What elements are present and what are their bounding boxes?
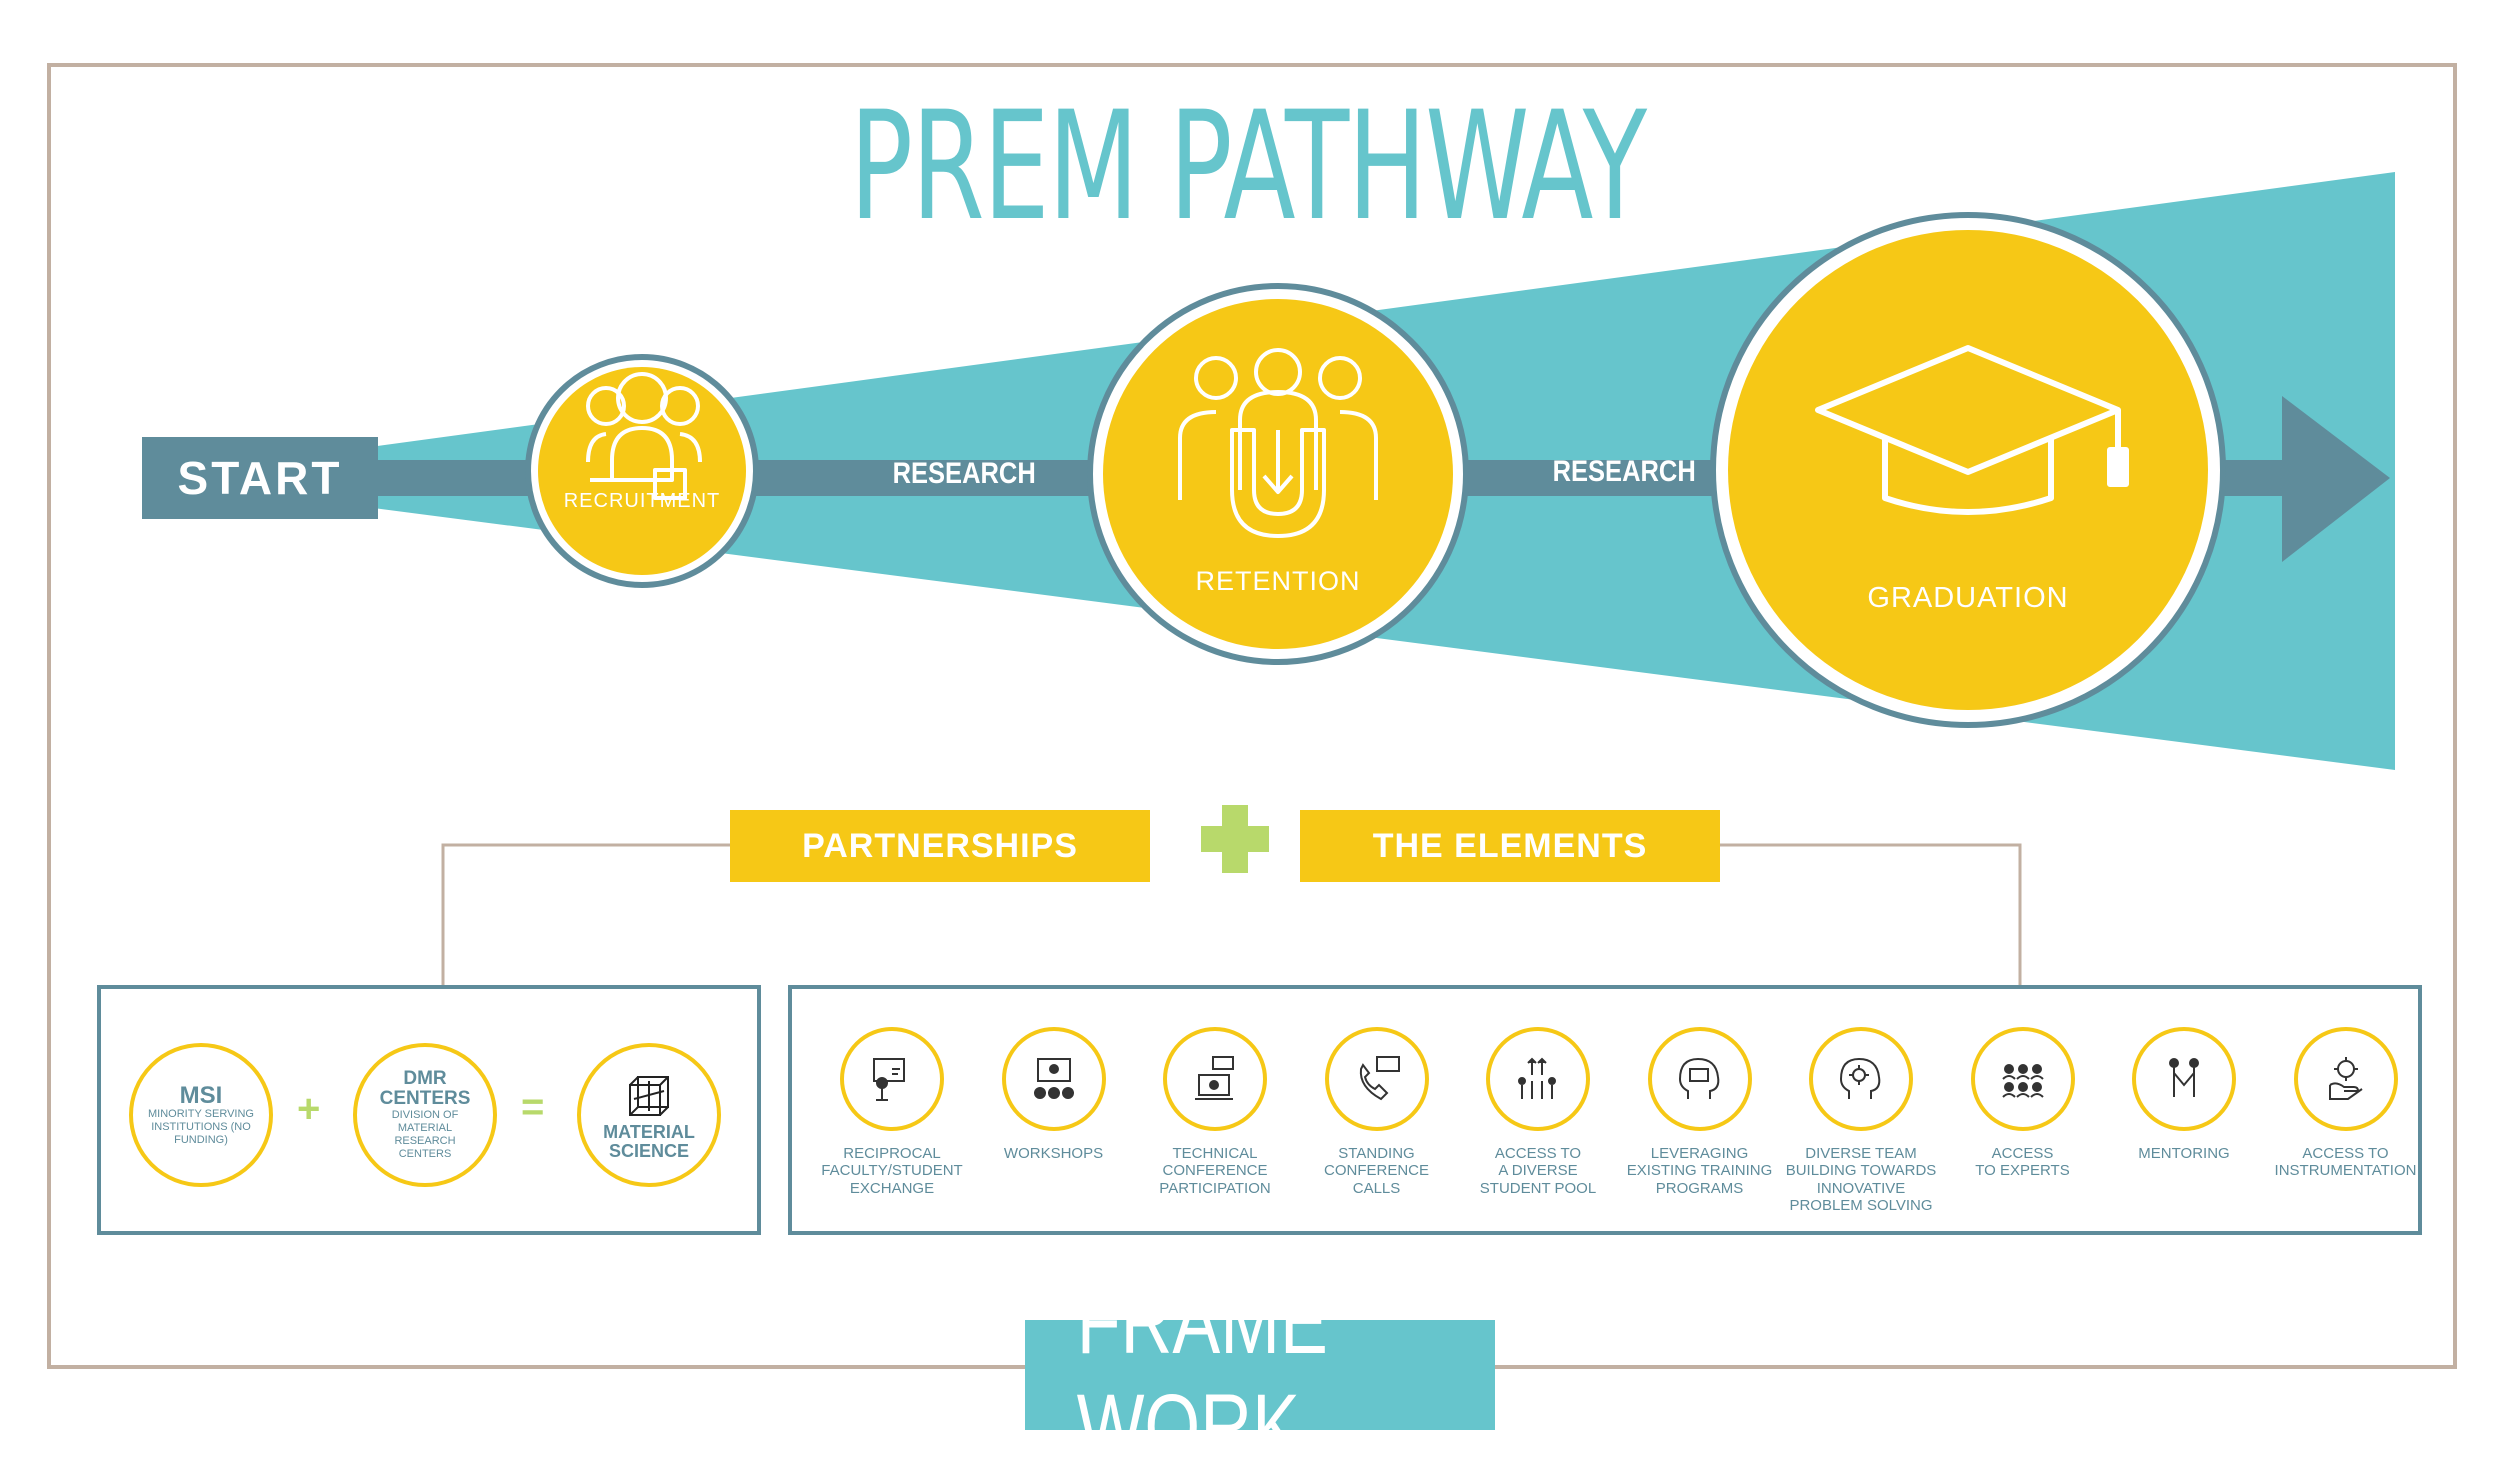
material-science-label: MATERIAL SCIENCE: [603, 1122, 695, 1161]
element-circle: [840, 1027, 944, 1131]
graduation-cap-icon: [1815, 345, 2129, 515]
msi-subtitle: MINORITY SERVING INSTITUTIONS (NO FUNDIN…: [148, 1107, 254, 1147]
stage-label-graduation: GRADUATION: [1867, 582, 2069, 614]
stage-recruitment: [525, 354, 759, 588]
msi-circle: MSI MINORITY SERVING INSTITUTIONS (NO FU…: [129, 1043, 273, 1187]
element-label: LEVERAGING EXISTING TRAINING PROGRAMS: [1626, 1145, 1773, 1197]
element-item: STANDING CONFERENCE CALLS: [1297, 1027, 1457, 1197]
laptop-chat-icon: [1195, 1056, 1234, 1100]
element-item: WORKSHOPS: [974, 1027, 1134, 1162]
element-label: DIVERSE TEAM BUILDING TOWARDS INNOVATIVE…: [1785, 1145, 1937, 1214]
element-item: LEVERAGING EXISTING TRAINING PROGRAMS: [1620, 1027, 1780, 1197]
connector-elements: [1715, 843, 2022, 985]
pathway-arrow-head: [2282, 396, 2390, 562]
plus-icon: [1201, 805, 1269, 873]
msi-title: MSI: [179, 1081, 223, 1109]
element-item: TECHNICAL CONFERENCE PARTICIPATION: [1135, 1027, 1295, 1197]
research-label-1: RESEARCH: [892, 457, 1036, 490]
element-label: STANDING CONFERENCE CALLS: [1323, 1145, 1429, 1197]
partnerships-header: PARTNERSHIPS: [730, 810, 1150, 882]
element-circle: [1486, 1027, 1590, 1131]
presentation-icon: [873, 1058, 905, 1101]
element-item: MENTORING: [2104, 1027, 2264, 1162]
element-item: ACCESS TO EXPERTS: [1943, 1027, 2103, 1180]
element-circle: [1324, 1027, 1429, 1131]
element-circle: [1647, 1027, 1752, 1131]
dmr-title: DMR CENTERS: [379, 1067, 471, 1109]
element-item: ACCESS TO A DIVERSE STUDENT POOL: [1458, 1027, 1618, 1197]
element-circle: [1970, 1027, 2075, 1131]
material-science-circle: MATERIAL SCIENCE: [577, 1043, 721, 1187]
mentoring-icon: [2169, 1058, 2199, 1097]
element-circle: [1001, 1027, 1106, 1131]
partnerships-panel: MSI MINORITY SERVING INSTITUTIONS (NO FU…: [97, 985, 761, 1235]
dmr-subtitle: DIVISION OF MATERIAL RESEARCH CENTERS: [391, 1108, 459, 1161]
element-item: RECIPROCAL FACULTY/STUDENT EXCHANGE: [812, 1027, 972, 1197]
hand-gear-icon: [2328, 1057, 2363, 1100]
magnet-people-icon: [1178, 348, 1378, 538]
group-icon: [2001, 1064, 2044, 1098]
element-label: ACCESS TO INSTRUMENTATION: [2274, 1145, 2417, 1180]
recruitment-icon: [586, 372, 702, 500]
elements-header: THE ELEMENTS: [1300, 810, 1720, 882]
stage-label-recruitment: RECRUITMENT: [563, 490, 721, 512]
element-item: ACCESS TO INSTRUMENTATION: [2266, 1027, 2426, 1180]
crystal-icon: [629, 1076, 669, 1117]
framework-label: FRAME WORK: [1076, 1271, 1328, 1478]
element-item: DIVERSE TEAM BUILDING TOWARDS INNOVATIVE…: [1781, 1027, 1941, 1214]
people-arrows-icon: [1518, 1057, 1556, 1099]
dmr-circle: DMR CENTERS DIVISION OF MATERIAL RESEARC…: [353, 1043, 497, 1187]
plus-operator: +: [297, 1087, 321, 1131]
research-label-2: RESEARCH: [1552, 455, 1696, 488]
element-label: MENTORING: [2138, 1145, 2230, 1162]
head-gear-icon: [1839, 1057, 1881, 1099]
elements-panel: RECIPROCAL FACULTY/STUDENT EXCHANGE WORKS…: [788, 985, 2422, 1235]
framework-banner: FRAME WORK: [1025, 1271, 1495, 1478]
start-label: START: [142, 437, 378, 519]
element-circle: [1809, 1027, 1913, 1131]
equals-operator: =: [521, 1085, 545, 1129]
element-circle: [1163, 1027, 1267, 1131]
element-label: ACCESS TO A DIVERSE STUDENT POOL: [1479, 1145, 1597, 1197]
phone-chat-icon: [1359, 1056, 1400, 1101]
workshop-icon: [1033, 1058, 1074, 1099]
element-label: ACCESS TO EXPERTS: [1975, 1145, 2070, 1180]
connector-partnerships: [441, 843, 730, 985]
head-book-icon: [1678, 1057, 1719, 1099]
element-circle: [2132, 1027, 2236, 1131]
stage-label-retention: RETENTION: [1195, 566, 1361, 596]
element-label: RECIPROCAL FACULTY/STUDENT EXCHANGE: [821, 1145, 963, 1197]
element-label: WORKSHOPS: [1003, 1145, 1104, 1162]
page-title: PREM PATHWAY: [849, 80, 1647, 254]
element-label: TECHNICAL CONFERENCE PARTICIPATION: [1159, 1145, 1271, 1197]
element-circle: [2293, 1027, 2398, 1131]
